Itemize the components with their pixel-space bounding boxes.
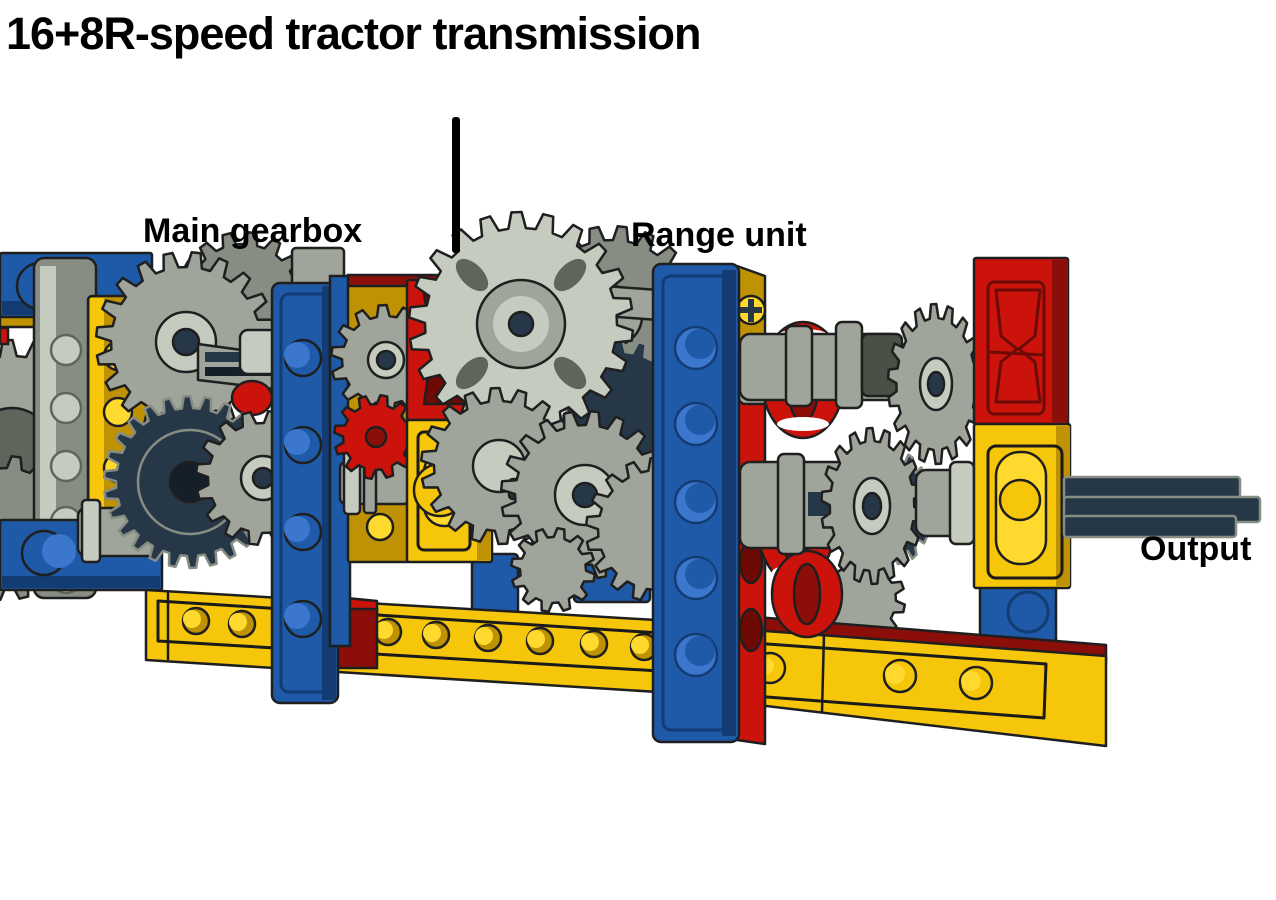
label-main-gearbox: Main gearbox <box>143 212 363 250</box>
label-range-unit: Range unit <box>631 216 807 254</box>
divider-line <box>452 117 460 253</box>
label-output: Output <box>1140 530 1252 568</box>
page-title: 16+8R-speed tractor transmission <box>6 8 702 59</box>
